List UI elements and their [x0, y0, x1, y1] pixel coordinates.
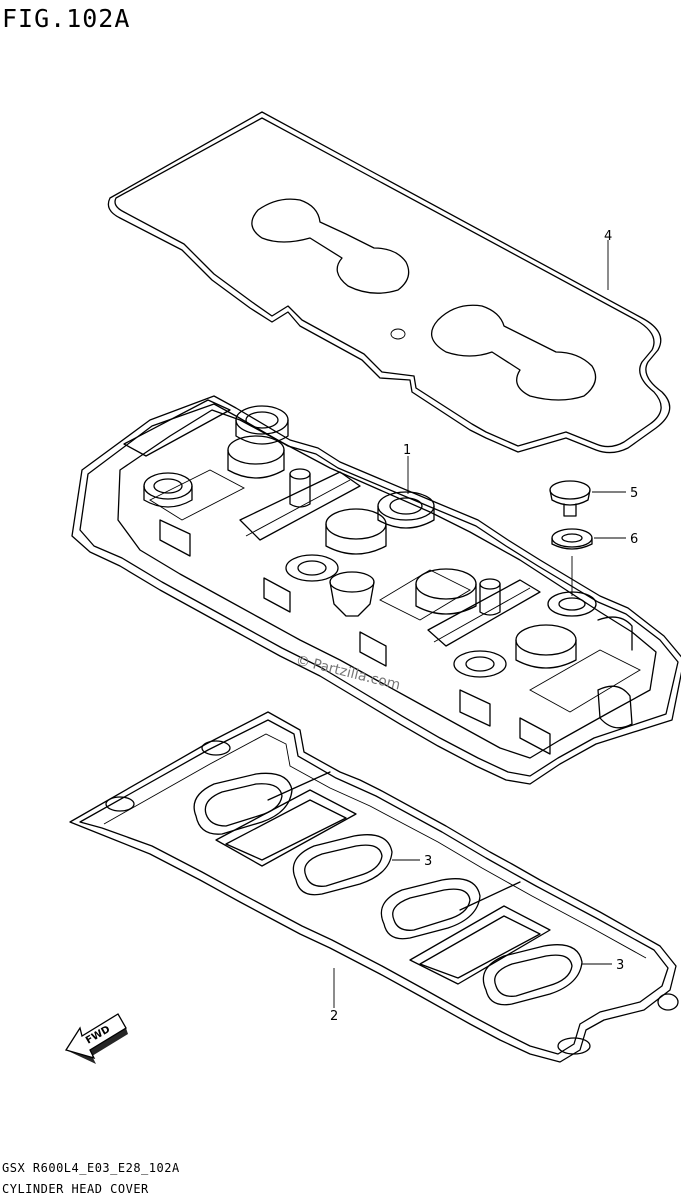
- spark-plug-gasket-part-1[interactable]: [193, 772, 293, 835]
- figure-title: FIG.102A: [2, 4, 131, 33]
- spark-plug-gasket-part-3[interactable]: [380, 878, 481, 940]
- spark-plug-gasket-part-2[interactable]: [292, 834, 393, 896]
- part-label-3b: 3: [616, 958, 624, 973]
- footer-assembly-name: CYLINDER HEAD COVER: [2, 1182, 149, 1196]
- cylinder-head-cover-gasket-part[interactable]: [69, 711, 679, 1063]
- footer-diagram-code: GSX R600L4_E03_E28_102A: [2, 1161, 180, 1175]
- part-label-5: 5: [630, 486, 638, 501]
- oil-filler-ring-part[interactable]: [377, 491, 435, 529]
- part-label-3a: 3: [424, 854, 432, 869]
- part-label-1: 1: [403, 443, 411, 458]
- washer-part[interactable]: [551, 528, 593, 550]
- watermark-symbol: ©: [296, 654, 310, 670]
- spark-plug-gasket-part-4[interactable]: [482, 944, 583, 1006]
- cover-plate-part[interactable]: [107, 111, 671, 454]
- part-label-6: 6: [630, 532, 638, 547]
- fwd-arrow: FWD: [64, 1013, 128, 1064]
- part-label-4: 4: [604, 229, 612, 244]
- part-label-2: 2: [330, 1009, 338, 1024]
- bolt-part[interactable]: [549, 480, 591, 517]
- cylinder-head-cover-part[interactable]: [71, 395, 681, 785]
